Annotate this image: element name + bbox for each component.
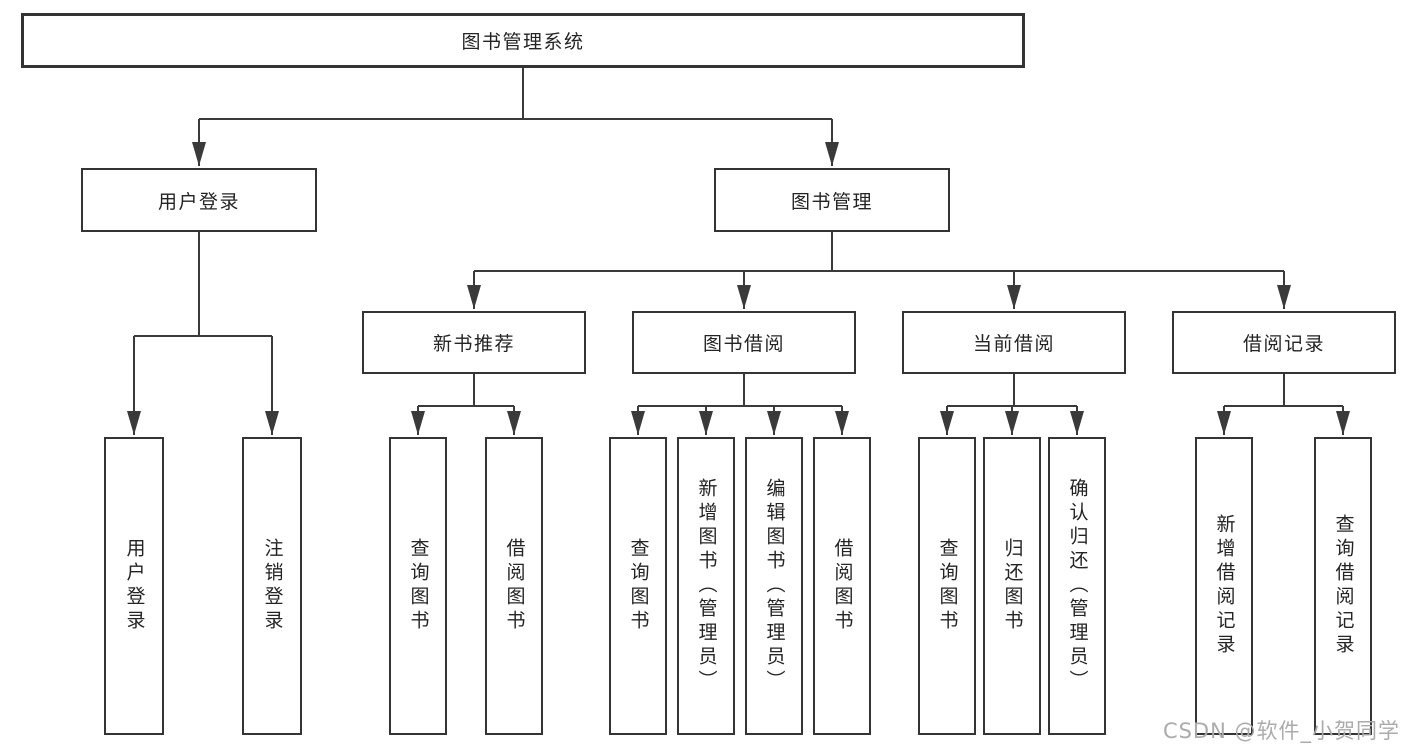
node-library-system: 图书管理系统	[21, 13, 1025, 68]
leaf-query-book-2: 查询图书	[609, 437, 667, 735]
leaf-borrow-book-1: 借阅图书	[485, 437, 543, 735]
leaf-logout: 注销登录	[242, 437, 302, 735]
leaf-add-borrow-record: 新增借阅记录	[1195, 437, 1253, 735]
leaf-borrow-book-2: 借阅图书	[813, 437, 871, 735]
node-current-borrow: 当前借阅	[902, 311, 1126, 374]
leaf-query-book-1: 查询图书	[389, 437, 447, 735]
node-new-book-recommend: 新书推荐	[362, 311, 586, 374]
leaf-add-book-admin: 新增图书（管理员）	[677, 437, 735, 735]
leaf-return-book: 归还图书	[983, 437, 1041, 735]
leaf-query-borrow-record: 查询借阅记录	[1314, 437, 1372, 735]
node-user-login: 用户登录	[81, 168, 317, 232]
leaf-edit-book-admin: 编辑图书（管理员）	[745, 437, 803, 735]
leaf-user-login: 用户登录	[104, 437, 164, 735]
node-book-management: 图书管理	[714, 168, 950, 232]
node-book-borrow: 图书借阅	[632, 311, 856, 374]
node-borrow-records: 借阅记录	[1172, 311, 1396, 374]
leaf-confirm-return-admin: 确认归还（管理员）	[1048, 437, 1106, 735]
leaf-query-book-3: 查询图书	[918, 437, 976, 735]
